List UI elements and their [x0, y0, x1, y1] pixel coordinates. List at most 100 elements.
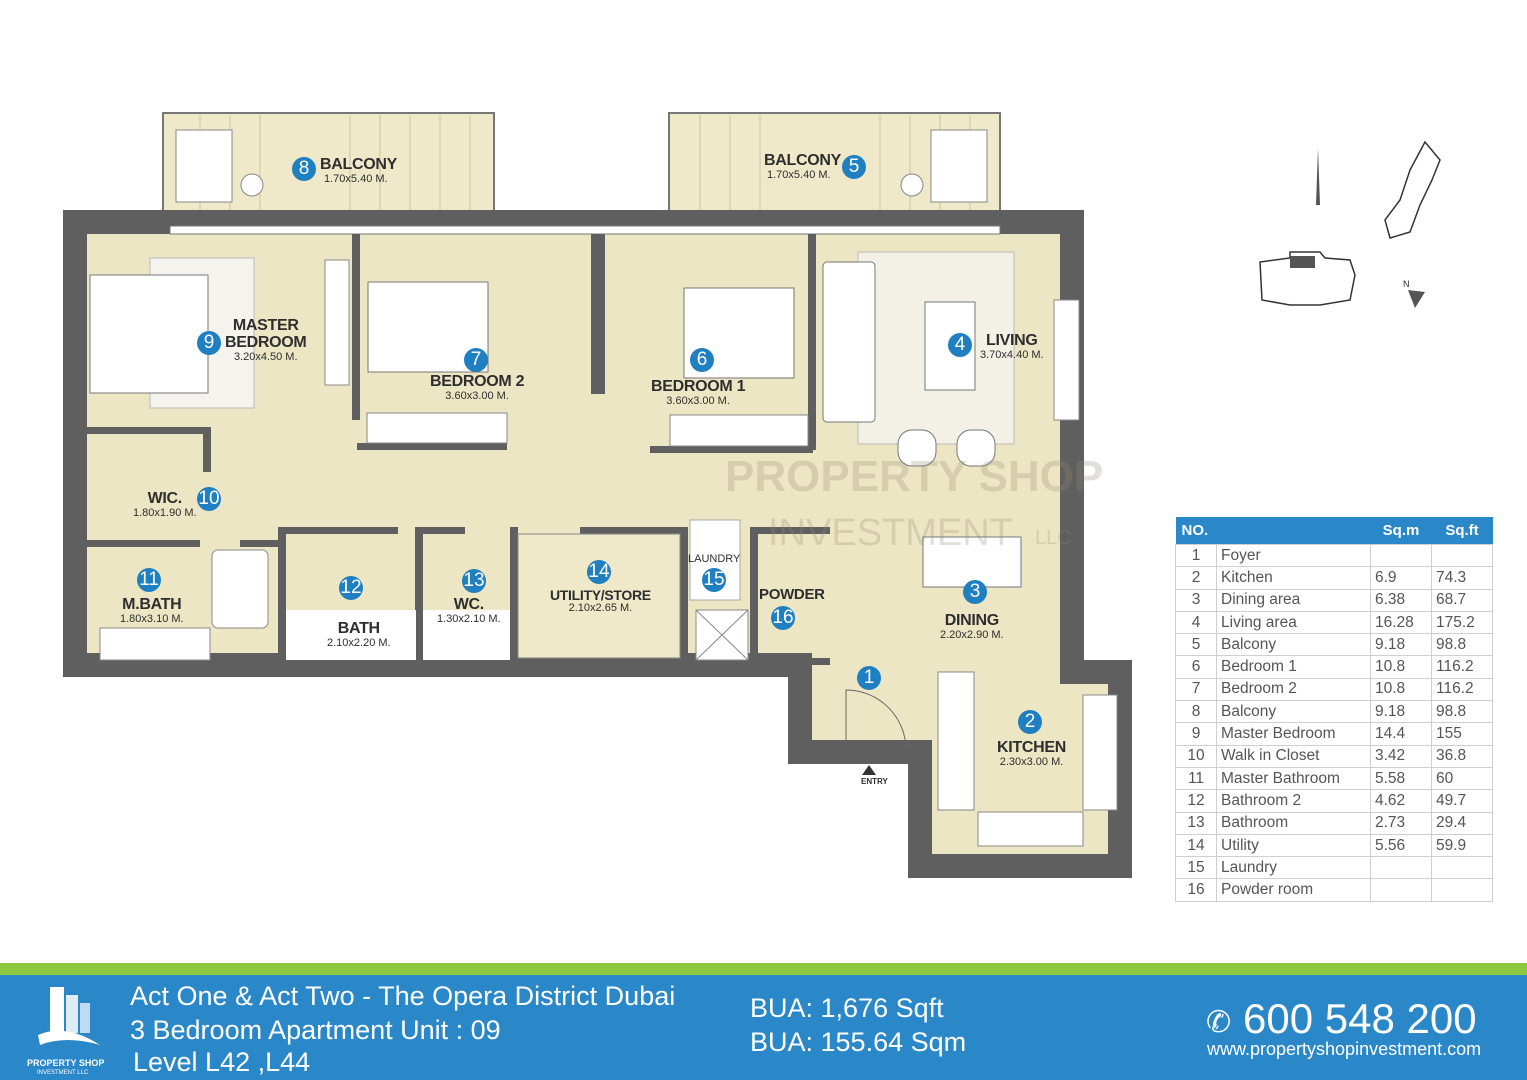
area-sqft: 68.7: [1431, 588, 1493, 612]
footer-stripe: [0, 963, 1527, 975]
phone-icon: ✆: [1206, 1006, 1232, 1039]
room-marker-5: 5: [842, 155, 866, 179]
row-number: 8: [1175, 700, 1217, 724]
row-number: 7: [1175, 677, 1217, 702]
area-sqft: [1431, 878, 1493, 902]
logo-text-line1: PROPERTY SHOP: [27, 1058, 105, 1068]
area-sqm: 14.4: [1370, 722, 1432, 746]
glazing: [169, 225, 1001, 235]
area-sqft: 59.9: [1431, 833, 1493, 858]
building-outline: [1259, 140, 1441, 306]
room-label-laundry: LAUNDRY: [688, 553, 741, 565]
sofa: [822, 261, 876, 423]
row-number: 13: [1175, 811, 1217, 835]
room-name: Kitchen: [1216, 566, 1371, 590]
room-name: Dining area: [1216, 588, 1371, 612]
row-number: 11: [1175, 766, 1217, 791]
area-sqm: 5.56: [1370, 833, 1432, 858]
bathtub: [211, 549, 269, 629]
interior-walls: [80, 234, 830, 665]
area-sqm: 3.42: [1370, 744, 1432, 768]
row-number: 3: [1175, 588, 1217, 612]
header-sqm: Sq.m: [1370, 517, 1432, 545]
area-sqft: 116.2: [1431, 677, 1493, 702]
room-marker-9: 9: [197, 331, 221, 355]
balcony-table: [240, 173, 264, 197]
floor-plan: [63, 112, 1132, 878]
area-sqm: 2.73: [1370, 811, 1432, 835]
row-number: 14: [1175, 833, 1217, 858]
balcony-chair: [175, 129, 233, 203]
room-label-powder: POWDER: [759, 586, 825, 603]
wc-floor: [423, 610, 510, 660]
room-name: Bathroom 2: [1216, 789, 1371, 813]
area-sqft: 49.7: [1431, 789, 1493, 813]
room-name: Walk in Closet: [1216, 744, 1371, 768]
area-sqft: 74.3: [1431, 566, 1493, 590]
area-sqft: [1431, 543, 1493, 568]
wardrobe: [669, 414, 809, 447]
kitchen-counter: [937, 671, 975, 811]
row-number: 15: [1175, 856, 1217, 880]
area-sqft: 98.8: [1431, 633, 1493, 657]
room-marker-2: 2: [1018, 710, 1042, 734]
area-sqft: 98.8: [1431, 700, 1493, 724]
area-sqm: 10.8: [1370, 655, 1432, 679]
entry-label: ENTRY: [861, 777, 888, 786]
area-sqft: 29.4: [1431, 811, 1493, 835]
website-link[interactable]: www.propertyshopinvestment.com: [1207, 1039, 1482, 1059]
balcony-table: [900, 173, 924, 197]
bath-floor: [286, 610, 416, 660]
key-plan: [1259, 140, 1441, 308]
room-name: Balcony: [1216, 633, 1371, 657]
room-marker-12: 12: [339, 576, 363, 600]
row-number: 6: [1175, 655, 1217, 679]
row-number: 16: [1175, 878, 1217, 902]
area-sqm: 6.38: [1370, 588, 1432, 612]
area-sqft: 60: [1431, 766, 1493, 791]
entry-arrow-icon: [862, 765, 876, 775]
area-sqft: 36.8: [1431, 744, 1493, 768]
north-label: N: [1403, 279, 1410, 289]
room-marker-11: 11: [137, 568, 161, 592]
room-marker-15: 15: [702, 568, 726, 592]
unit-highlight: [1290, 256, 1315, 268]
watermark-line2: INVESTMENT: [768, 512, 1013, 554]
footer: PROPERTY SHOP INVESTMENT LLC Act One & A…: [0, 963, 1527, 1080]
entry-door-swing: [845, 689, 907, 751]
room-marker-10: 10: [197, 487, 221, 511]
balcony-chair: [930, 129, 988, 203]
room-marker-16: 16: [771, 606, 795, 630]
room-marker-14: 14: [587, 560, 611, 584]
row-number: 9: [1175, 722, 1217, 746]
north-arrow-icon: [1408, 290, 1425, 308]
cooktop: [1082, 694, 1118, 811]
room-name: Living area: [1216, 610, 1371, 635]
room-name: Bathroom: [1216, 811, 1371, 835]
utility-floor: [517, 533, 681, 659]
row-number: 4: [1175, 610, 1217, 635]
phone-number[interactable]: 600 548 200: [1243, 995, 1477, 1042]
master-bed: [89, 274, 209, 394]
watermark-suffix: LLC: [1035, 527, 1072, 549]
room-label-wc: WC.1.30x2.10 M.: [437, 596, 501, 625]
room-marker-13: 13: [462, 569, 486, 593]
area-sqft: 155: [1431, 722, 1493, 746]
room-name: Bedroom 2: [1216, 677, 1371, 702]
room-marker-8: 8: [292, 157, 316, 181]
wardrobe: [324, 259, 350, 386]
watermark-line1: PROPERTY SHOP: [725, 452, 1104, 501]
